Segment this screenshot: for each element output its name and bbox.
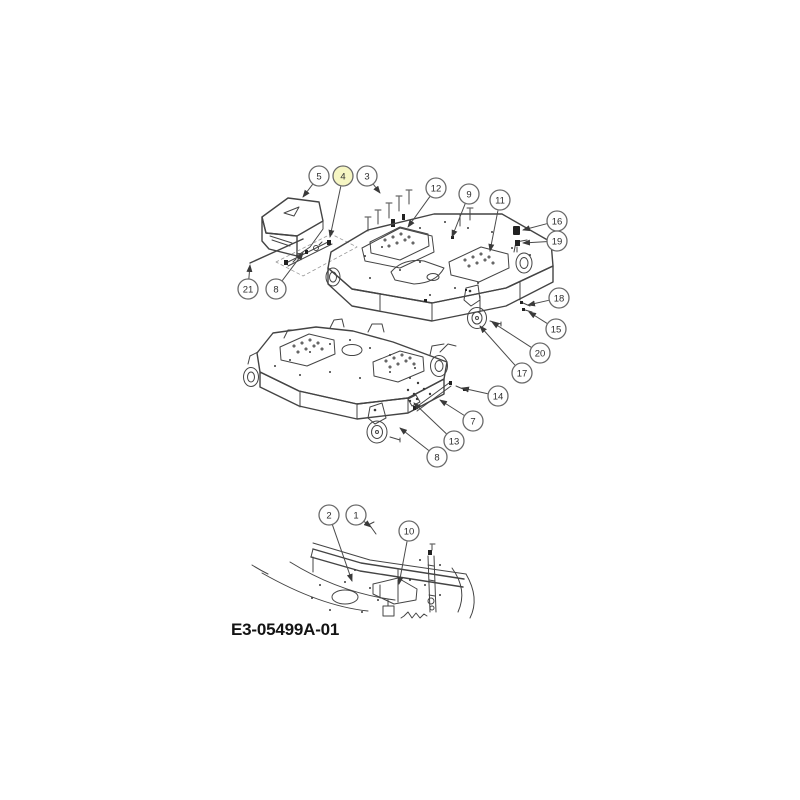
callout-balloon-20-12[interactable]: 20 — [529, 342, 551, 364]
leader-line-13-16 — [413, 402, 447, 435]
lower-deck-drawing — [243, 318, 466, 444]
callout-balloon-3-2[interactable]: 3 — [356, 165, 378, 187]
callout-balloon-9-4[interactable]: 9 — [458, 183, 480, 205]
callout-number: 12 — [431, 183, 442, 194]
callout-number: 4 — [340, 171, 345, 182]
leader-line-10-20 — [397, 541, 408, 585]
callout-balloon-8-9[interactable]: 8 — [265, 278, 287, 300]
callout-balloon-21-8[interactable]: 21 — [237, 278, 259, 300]
callout-number: 16 — [552, 216, 563, 227]
leader-line-21-8 — [246, 264, 253, 279]
callout-number: 13 — [449, 436, 460, 447]
callout-number: 20 — [535, 348, 546, 359]
leader-line-3-2 — [372, 184, 381, 194]
leader-line-11-5 — [488, 210, 499, 252]
callout-balloon-2-18[interactable]: 2 — [318, 504, 340, 526]
callout-balloon-15-11[interactable]: 15 — [545, 318, 567, 340]
leader-line-16-6 — [522, 223, 547, 232]
leader-line-2-18 — [331, 524, 353, 582]
callout-number: 5 — [316, 171, 321, 182]
callout-number: 3 — [364, 171, 369, 182]
leader-line-15-11 — [528, 311, 548, 324]
leader-line-7-15 — [439, 399, 465, 416]
callout-number: 11 — [495, 195, 505, 206]
leader-line-5-0 — [302, 184, 314, 198]
callout-number: 19 — [552, 236, 563, 247]
callout-balloon-14-14[interactable]: 14 — [487, 385, 509, 407]
callout-balloon-12-3[interactable]: 12 — [425, 177, 447, 199]
discharge-chute-drawing — [249, 197, 358, 277]
callout-balloon-13-16[interactable]: 13 — [443, 430, 465, 452]
callout-number: 10 — [404, 526, 415, 537]
leader-line-14-14 — [461, 386, 488, 395]
leader-line-8-17 — [399, 427, 430, 451]
bottom-view-drawing — [251, 521, 475, 619]
callout-balloon-17-13[interactable]: 17 — [511, 362, 533, 384]
callout-balloon-5-0[interactable]: 5 — [308, 165, 330, 187]
callout-number: 7 — [470, 416, 475, 427]
callout-number: 21 — [243, 284, 254, 295]
callout-balloon-18-10[interactable]: 18 — [548, 287, 570, 309]
callout-number: 2 — [326, 510, 331, 521]
diagram-part-number: E3-05499A-01 — [231, 620, 340, 639]
callout-balloon-19-7[interactable]: 19 — [546, 230, 568, 252]
callout-number: 18 — [554, 293, 565, 304]
callout-balloon-8-17[interactable]: 8 — [426, 446, 448, 468]
callout-number: 9 — [466, 189, 471, 200]
leader-line-12-3 — [407, 196, 431, 228]
callout-balloon-10-20[interactable]: 10 — [398, 520, 420, 542]
leader-line-8-9 — [281, 252, 304, 281]
upper-deck-drawing — [325, 213, 554, 329]
leader-line-17-13 — [479, 325, 516, 366]
callout-balloon-16-6[interactable]: 16 — [546, 210, 568, 232]
callout-number: 8 — [434, 452, 439, 463]
leader-line-20-12 — [491, 321, 532, 348]
callout-balloon-1-19[interactable]: 1 — [345, 504, 367, 526]
callout-balloon-11-5[interactable]: 11 — [489, 189, 511, 211]
callout-number: 8 — [273, 284, 278, 295]
leader-line-18-10 — [527, 299, 549, 307]
callout-balloon-4-1[interactable]: 4 — [332, 165, 354, 187]
callout-number: 1 — [353, 510, 358, 521]
callout-balloon-7-15[interactable]: 7 — [462, 410, 484, 432]
callout-number: 15 — [551, 324, 562, 335]
leader-line-1-19 — [363, 520, 372, 528]
leader-line-4-1 — [328, 186, 342, 238]
callout-number: 17 — [517, 368, 528, 379]
leader-line-19-7 — [522, 239, 547, 246]
callout-number: 14 — [493, 391, 504, 402]
leader-line-9-4 — [451, 203, 466, 238]
